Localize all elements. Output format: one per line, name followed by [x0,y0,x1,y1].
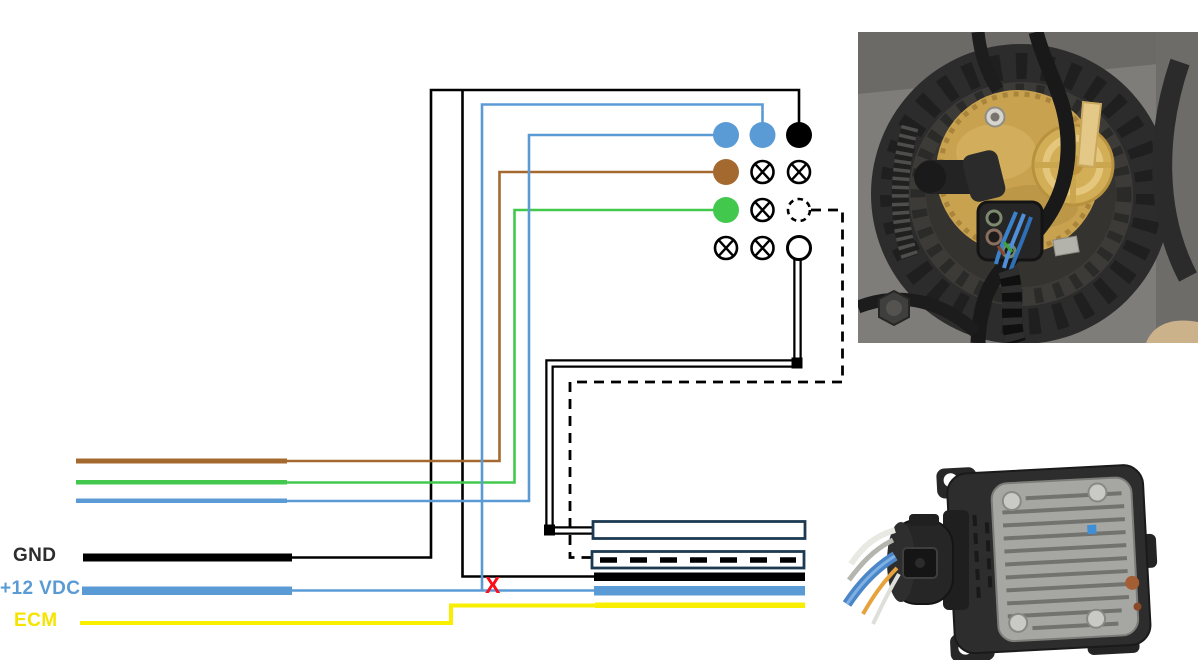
cream-tube [1076,100,1103,169]
plus12vdc-label: +12 VDC [0,578,81,599]
brown-wire-tip [996,245,1006,256]
brown-wire-route [287,170,714,463]
module-bar-hollow [591,520,807,540]
screw-bottom-left [1008,612,1029,633]
module-bar-yellow [595,602,805,608]
module-bar-black [594,572,805,581]
pin-x-mark [718,239,734,257]
rust-spot [1125,575,1140,590]
brown-wire-thick [76,458,287,464]
screw-top-left [1001,491,1022,512]
module-body-group [936,464,1158,660]
green-wire-thick [76,480,287,485]
blue-sender-wire-route [287,133,714,503]
quick-connect-elbow [962,150,1006,202]
driver-module-photo-illustration [843,464,1158,660]
connector-nub [909,514,939,526]
pin-r3c1-filled-green [713,197,739,223]
fitting-nut [914,161,946,193]
fuel-pump-driver-module-photo [843,462,1160,660]
corrugated-hose [891,124,919,260]
blue-sender-wire-thick [76,498,287,503]
pin-r1c2-filled-blue [749,122,776,148]
screw-bottom-right [1086,608,1107,629]
blue-paint-dot [1087,524,1097,535]
hex-bolt-head [886,300,902,316]
fuel-hose-right [1152,58,1197,282]
wire-break-x-mark: X [485,572,501,598]
fuel-pump-module-photo [858,32,1198,343]
gnd-wire-route-to-black-pin [292,88,801,559]
bus-corner-dot-1 [791,357,803,369]
pin-x-mark [754,239,771,257]
wrapped-harness-tape [998,266,1026,343]
hose-lower-left [858,292,981,337]
pump-connector-pin-grid [713,122,812,261]
debris-patch [1146,320,1198,343]
blue-wire-strand-2 [1002,213,1026,269]
terminal-2 [985,228,1003,246]
pin-r1c1-filled-blue [713,122,739,148]
vent-grommet-hole [990,112,1000,122]
pin-r2c1-filled-brown [713,159,739,185]
fuel-hose-main [970,32,1076,343]
dashed-wire-route [568,208,844,559]
terminal-1 [985,209,1003,227]
gnd-label: GND [13,545,57,566]
gnd-wire-thick [83,553,292,562]
screw-top-right [1087,482,1108,503]
pigtail-blue-wire-highlight [845,554,896,605]
bus-corner-dot-2 [544,524,555,536]
tank-ring-ribs [880,53,1162,335]
green-wire-route [287,208,714,484]
blue-wire-strand-3 [1008,216,1033,273]
plus12vdc-wire-thick [82,586,292,595]
rust-spot-small [1133,602,1142,611]
pump-bus-double-line-outer [545,256,802,535]
pin-x-mark [754,201,771,219]
module-bar-blue [594,586,805,596]
pin-x-mark [754,163,771,181]
pigtail-orange-wire [861,566,899,615]
pin-r3c3-dashed [786,197,812,223]
pigtail-white-wire-2 [871,572,901,625]
ecm-label: ECM [14,610,58,631]
pump-bus-double-line-inner [547,256,800,533]
green-wire-tip [1002,241,1014,253]
metal-clip [1052,235,1080,257]
pin-r4c3-open [786,235,812,261]
connector-latch-hole [915,558,925,568]
pigtail-white-wire [848,527,896,566]
blue-wire-strand-1 [994,211,1018,265]
fuel-hose-top [971,32,1004,94]
fuel-pump-photo-illustration [858,32,1198,343]
ecm-yellow-wire-route [80,603,596,625]
black-wire-route-to-module [461,90,595,578]
plus12vdc-riser-to-blue-pin [480,103,764,591]
pin-r1c3-filled-black [786,122,812,148]
pigtail-gray-wire [847,537,895,582]
vent-slots [972,514,993,598]
pin-x-mark [791,163,807,181]
